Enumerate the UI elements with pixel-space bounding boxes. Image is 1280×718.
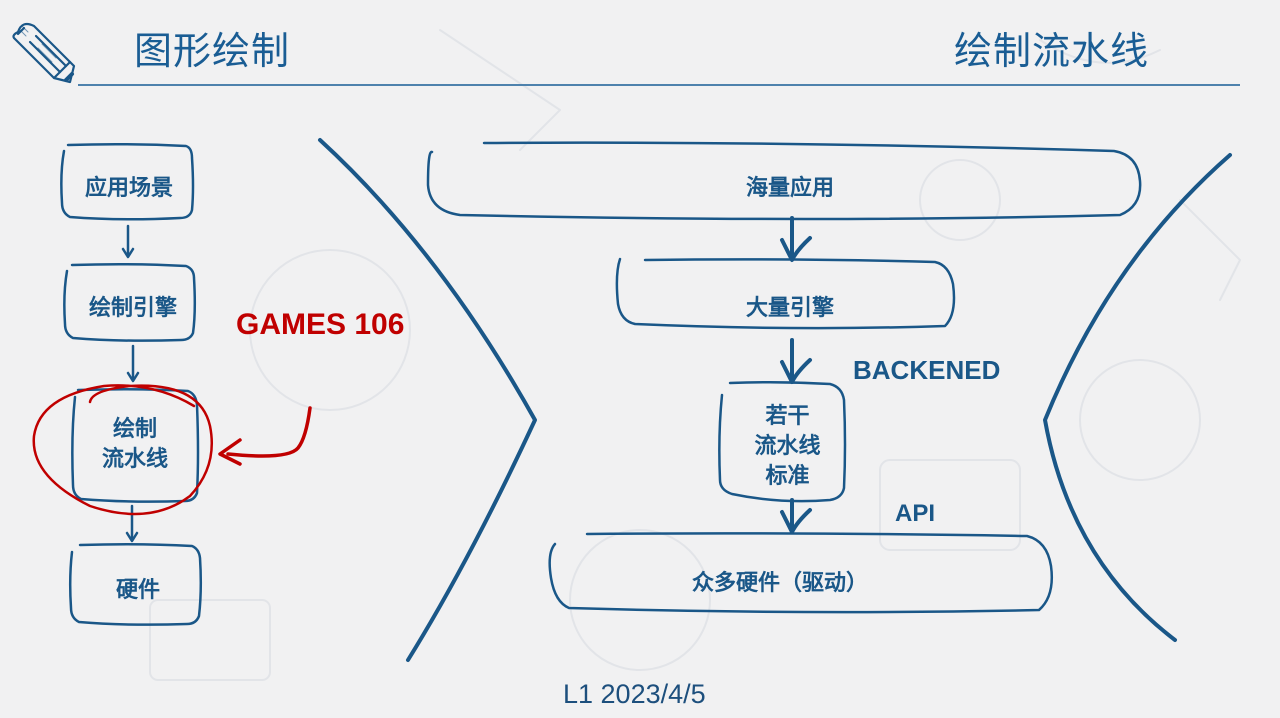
slide-footer: L1 2023/4/5 [563,679,706,709]
node-many-engines: 大量引擎 [745,296,834,321]
header-divider [78,84,1240,86]
node-pipeline-standards-line-1: 若干 [765,404,810,429]
games-106-annotation: GAMES 106 [236,308,405,341]
node-app-scenes: 应用场景 [84,176,173,201]
highlight-circle [32,384,214,516]
node-hardware: 硬件 [115,578,160,603]
node-render-pipeline-line-1: 绘制 [112,417,157,442]
backend-label: BACKENED [853,355,1001,385]
hourglass-right-curve [1043,153,1232,642]
node-render-pipeline-line-2: 流水线 [101,447,168,472]
slide-topic-title: 绘制流水线 [954,29,1150,73]
slide-section-title: 图形绘制 [134,29,291,73]
node-massive-apps: 海量应用 [745,176,834,201]
node-render-pipeline: 绘制 流水线 [80,415,190,475]
pointer-arrowhead [218,438,242,466]
left-box-hardware [68,542,203,626]
pointer-arrow-stroke [226,406,312,458]
node-render-engine: 绘制引擎 [88,296,177,321]
right-box-massive-apps [426,141,1142,221]
right-box-engines [615,257,956,330]
node-pipeline-standards-line-2: 流水线 [754,434,821,459]
api-label: API [895,500,936,527]
right-box-pipelines [718,380,847,503]
left-box-render-pipeline [71,387,200,503]
node-many-hardware-drivers: 众多硬件（驱动） [691,571,868,596]
hourglass-left-curve [318,138,537,662]
left-box-app-scenes [60,142,195,221]
pencil-icon [12,22,76,84]
node-pipeline-standards-line-3: 标准 [765,464,810,489]
right-box-hardware [548,532,1053,614]
node-pipeline-standards: 若干 流水线 标准 [735,402,840,492]
left-box-render-engine [63,262,197,342]
